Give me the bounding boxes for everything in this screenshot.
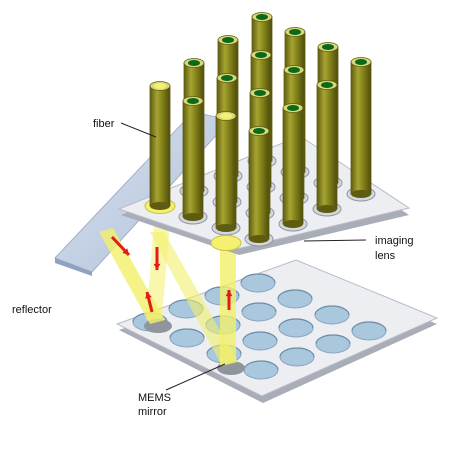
red-arrow: [110, 235, 131, 257]
mems-mirror-hole: [240, 273, 276, 293]
mems-mirror-hole: [242, 331, 278, 351]
lit-fiber: [215, 111, 237, 232]
fiber-array: [149, 12, 372, 243]
lit-fiber: [149, 81, 171, 210]
mems-mirror-hole: [314, 305, 350, 325]
leader-lines: [120, 122, 367, 391]
mems-mirror-hole: [279, 347, 315, 367]
mems-label-line2: mirror: [138, 406, 167, 418]
red-arrow: [145, 291, 154, 313]
lit-lens-ring: [210, 235, 242, 251]
red-arrow: [153, 247, 161, 270]
mems-mirror-hole: [351, 321, 387, 341]
imaging-lens-label-line2: lens: [375, 250, 396, 262]
fiber-leader: [120, 122, 157, 138]
imaging-lens-leader: [303, 239, 367, 242]
light-direction-arrows: [110, 235, 233, 313]
imaging-lens-label-line1: imaging: [375, 235, 414, 247]
mems-mirror-hole: [277, 289, 313, 309]
red-arrow: [225, 290, 233, 310]
fiber-label: fiber: [93, 118, 115, 130]
light-beams: [99, 222, 238, 366]
mems-leader: [165, 363, 226, 391]
fiber: [282, 103, 304, 228]
mems-mirror-hole: [241, 302, 277, 322]
fiber: [248, 126, 270, 243]
reflector-label: reflector: [12, 304, 52, 316]
mems-mirror-hole: [315, 334, 351, 354]
mems-label-line1: MEMS: [138, 392, 171, 404]
fiber: [350, 57, 372, 198]
mems-mirror-hole: [243, 360, 279, 380]
fiber: [316, 80, 338, 213]
mems-mirror-hole: [278, 318, 314, 338]
mems-mirror-hole: [169, 328, 205, 348]
beam-right-down: [150, 232, 238, 366]
fiber: [182, 96, 204, 221]
